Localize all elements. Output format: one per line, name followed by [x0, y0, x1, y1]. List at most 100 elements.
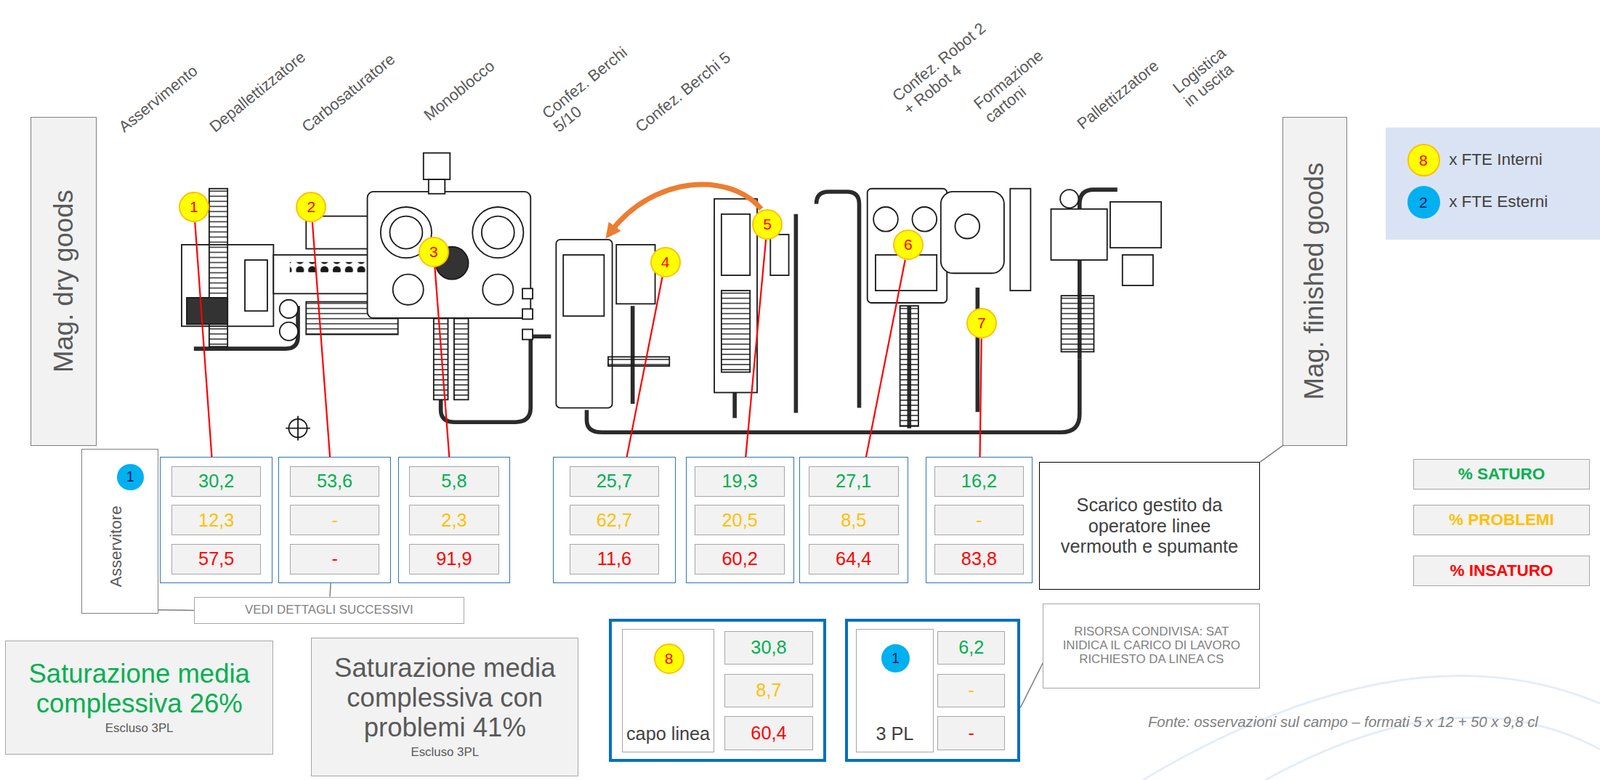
value-cell: 5,8 [409, 466, 500, 498]
leader-line [434, 267, 450, 458]
station-label: Pallettizzatore [1073, 56, 1162, 133]
legend-text: % SATURO [1458, 465, 1545, 484]
robot [911, 207, 937, 232]
legend-text: % PROBLEMI [1448, 510, 1555, 530]
storage-box: Mag. dry goods [30, 116, 97, 446]
callout-number: 7 [966, 308, 997, 339]
machine-part [244, 260, 268, 311]
conveyor [630, 305, 636, 404]
station-label: Confez. Berchi 5/10 [539, 40, 646, 136]
leader-line [329, 583, 331, 597]
legend-item: % SATURO [1413, 459, 1590, 490]
box-text: RISORSA CONDIVISA: SAT INIDICA IL CARICO… [1050, 625, 1252, 668]
conveyor-belt [1009, 188, 1031, 291]
conveyor [732, 393, 737, 419]
station-label: Confez. Berchi 5 [632, 48, 734, 136]
cabinet [522, 329, 533, 340]
label-holder: Carbosaturatore [297, 50, 398, 136]
role-box: 3 PL 1 [855, 629, 934, 753]
outfeed [454, 318, 469, 400]
station-label: Asservimento [115, 61, 201, 136]
packer-part [563, 255, 604, 317]
background-arc [1142, 675, 1600, 780]
leader-line [1259, 446, 1283, 463]
note-box: VEDI DETTAGLI SUCCESSIVI [194, 597, 465, 625]
station-label: Logistica in uscita [1169, 41, 1244, 111]
palletizer [1050, 209, 1107, 261]
conveyor-belt [900, 305, 919, 427]
machines [181, 153, 1162, 442]
value-cell: - [937, 716, 1005, 750]
number-text: 1 [891, 650, 900, 668]
outfeed [433, 318, 449, 400]
leader-line [158, 609, 195, 612]
station-label: Depallettizzatore [206, 47, 309, 136]
conveyor [586, 358, 1080, 433]
value-cell: 30,2 [171, 466, 262, 498]
packer [555, 239, 612, 409]
leader-line [1020, 663, 1043, 708]
box-text: Saturazione media complessiva 26% [15, 659, 263, 720]
palletizer-part [1122, 255, 1154, 286]
robot [873, 207, 899, 232]
legend-text: x FTE Esterni [1448, 192, 1548, 212]
conveyor [975, 287, 981, 412]
role-label: capo linea [626, 723, 710, 745]
label-holder: Fonte: osservazioni sul campo – formati … [1148, 714, 1539, 731]
leader-line [194, 222, 212, 458]
label-holder: Monoblocco [420, 57, 498, 125]
flow-arrow [610, 184, 762, 233]
value-cell: 20,5 [694, 504, 785, 536]
number-text: 1 [189, 198, 199, 216]
value-cell: 8,7 [724, 674, 814, 708]
legend-item: x FTE Esterni [1407, 186, 1549, 219]
fte-badge: 1 [116, 464, 144, 492]
label-holder: Pallettizzatore [1073, 56, 1162, 133]
value-cell: 53,6 [289, 466, 381, 498]
palletizer-part [1060, 189, 1079, 208]
robot [954, 214, 980, 240]
value-cell: 2,3 [409, 504, 500, 536]
packer-part [721, 214, 750, 276]
cabinet [522, 288, 533, 299]
conveyor [815, 191, 859, 409]
source-note: Fonte: osservazioni sul campo – formati … [1148, 714, 1539, 731]
value-cell: - [937, 674, 1005, 708]
value-cell: 19,3 [694, 466, 785, 498]
value-cell: 62,7 [569, 504, 660, 536]
callout-number: 4 [650, 247, 681, 278]
box-text: Scarico gestito da operatore linee vermo… [1055, 494, 1244, 557]
carton-former [940, 191, 1005, 274]
value-cell: 27,1 [808, 466, 899, 498]
packer [714, 199, 758, 394]
value-cell: 60,2 [694, 544, 785, 575]
label-holder: Confez. Berchi 5 [632, 48, 734, 136]
box-text: Escluso 3PL [410, 746, 479, 761]
guard [608, 356, 670, 367]
callout-number: 3 [418, 236, 450, 268]
role-label: 3 PL [875, 723, 914, 745]
box-label: Mag. finished goods [1299, 162, 1329, 401]
label-holder: Confez. Berchi 5/10 [539, 40, 646, 136]
leader-line [980, 338, 982, 458]
station-label: Carbosaturatore [297, 50, 398, 136]
value-cell: 30,8 [724, 631, 814, 665]
legend-text: x FTE Interni [1448, 150, 1543, 170]
saturation-box: 16,2-83,8 [925, 457, 1033, 584]
box-text: Escluso 3PL [105, 722, 174, 737]
summary-box: Saturazione media complessiva 26% Escluso… [5, 640, 274, 755]
label-holder: 8 [1419, 151, 1428, 169]
pallet-conveyor [1061, 295, 1095, 352]
station-label: Monoblocco [420, 57, 498, 125]
robot-table [875, 255, 937, 291]
pump [279, 300, 298, 319]
value-column: 30,88,760,4 [724, 621, 814, 760]
machine-part [186, 297, 228, 325]
value-column: 6,2-- [937, 621, 1005, 760]
value-cell: 8,5 [808, 504, 899, 536]
number-text: 2 [306, 198, 316, 216]
saturation-box: 27,18,564,4 [799, 457, 909, 584]
monobloc [367, 191, 532, 319]
value-cell: 25,7 [569, 466, 660, 498]
role-box: capo linea8 [621, 629, 714, 753]
